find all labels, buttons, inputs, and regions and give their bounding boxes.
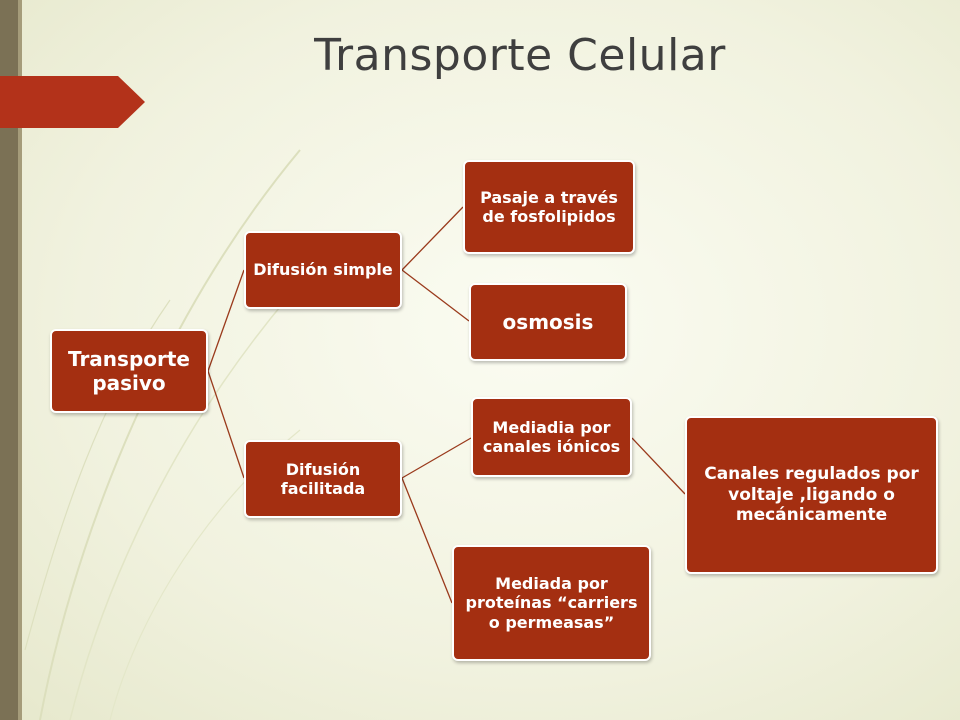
node-difusion-facilitada: Difusión facilitada xyxy=(244,440,402,518)
connector-simple-osmosis xyxy=(401,269,470,322)
node-transporte-pasivo: Transporte pasivo xyxy=(50,329,208,413)
node-difusion-simple: Difusión simple xyxy=(244,231,402,309)
page-title: Transporte Celular xyxy=(314,30,726,81)
connector-root-facilitada xyxy=(207,370,245,479)
left-accent-stripe xyxy=(18,0,22,720)
node-canales-regulados: Canales regulados por voltaje ,ligando o… xyxy=(685,416,938,574)
left-accent-bar xyxy=(0,0,18,720)
connector-facilitada-proteinas xyxy=(401,477,453,604)
node-mediada-proteinas: Mediada por proteínas “carriers o permea… xyxy=(452,545,651,661)
connector-facilitada-canales xyxy=(401,437,472,479)
title-accent-tab xyxy=(0,76,145,128)
connector-canales-regulados xyxy=(631,437,686,495)
node-pasaje-fosfolipidos: Pasaje a través de fosfolipidos xyxy=(463,160,635,254)
node-canales-ionicos: Mediadia por canales iónicos xyxy=(471,397,632,477)
node-osmosis: osmosis xyxy=(469,283,627,361)
connector-root-simple xyxy=(207,269,245,372)
connector-simple-fosfolipidos xyxy=(401,206,464,271)
